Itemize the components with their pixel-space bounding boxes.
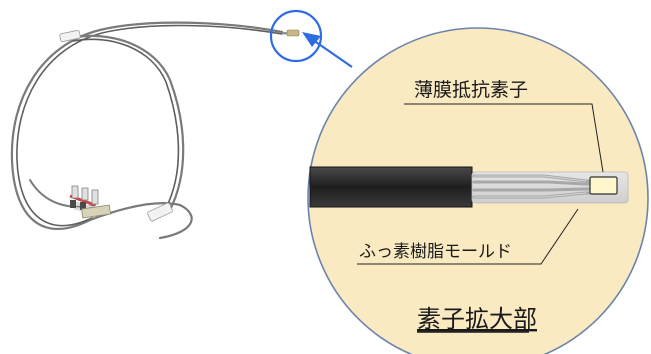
- magnified-view: 薄膜抵抗素子 ふっ素樹脂モールド 素子拡大部: [307, 27, 649, 354]
- leader-line-mold: [357, 208, 579, 265]
- cable-sleeve-bottom: [147, 202, 173, 222]
- sensor-tip: [286, 29, 300, 37]
- cable-sheath: [309, 166, 473, 208]
- terminal-leads: [69, 185, 112, 219]
- sensor-cable-photo: [10, 9, 323, 240]
- leader-line-element: [404, 103, 604, 173]
- thin-film-resistor-chip: [589, 176, 618, 195]
- spade-lug: [71, 185, 99, 205]
- label-thin-film-element: 薄膜抵抗素子: [414, 79, 528, 101]
- label-fluororesin-mold: ふっ素樹脂モールド: [359, 242, 512, 262]
- coiled-cable: [10, 21, 284, 240]
- internal-lead-wires: [472, 174, 594, 199]
- cable-sleeve-top: [59, 29, 81, 43]
- caption-magnified-part: 素子拡大部: [417, 305, 537, 333]
- pointer-arrow: [302, 32, 353, 68]
